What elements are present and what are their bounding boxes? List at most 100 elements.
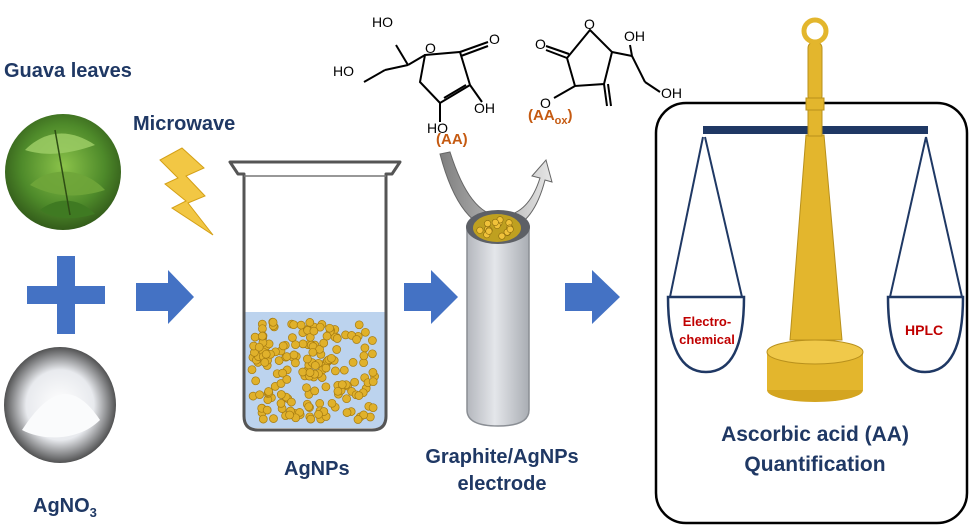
guava-leaves-label: Guava leaves	[4, 60, 132, 82]
nanoparticle	[302, 383, 311, 393]
nanoparticle	[310, 361, 320, 370]
nanoparticle	[315, 322, 325, 332]
nanoparticle	[289, 320, 299, 330]
nanoparticle	[327, 353, 336, 363]
nanoparticle	[506, 225, 514, 233]
nanoparticle	[257, 331, 267, 341]
nanoparticle	[278, 341, 288, 351]
nanoparticle	[261, 349, 271, 359]
arrow-1-icon	[136, 270, 194, 324]
nanoparticle	[291, 340, 300, 350]
lightning-bolt-icon	[159, 147, 214, 236]
graphite-electrode	[466, 210, 530, 427]
nanoparticle	[368, 377, 378, 387]
atom-ox-oh-top: OH	[624, 28, 645, 44]
nanoparticle	[498, 232, 506, 240]
nanoparticle	[287, 397, 296, 407]
nanoparticle	[303, 354, 312, 364]
arrow-2-icon	[404, 270, 458, 324]
electrochemical-label-line1: Electro-	[682, 314, 732, 329]
atom-ho-top: HO	[372, 14, 393, 30]
nanoparticle	[247, 365, 257, 375]
atom-oh-right: OH	[474, 100, 495, 116]
nanoparticle	[258, 414, 268, 424]
nanoparticle	[282, 375, 292, 384]
nanoparticle	[264, 387, 273, 396]
atom-o-ring: O	[425, 40, 436, 56]
atom-ox-o-ring: O	[584, 16, 595, 32]
nanoparticle	[276, 399, 286, 408]
nanoparticle	[327, 398, 337, 408]
nanoparticle	[485, 227, 493, 235]
nanoparticle	[348, 358, 358, 367]
microwave-label: Microwave	[133, 113, 236, 135]
nanoparticle	[285, 410, 294, 420]
nanoparticle	[291, 358, 300, 368]
nanoparticle	[359, 351, 369, 361]
nanoparticle	[262, 405, 272, 415]
nanoparticle	[333, 386, 343, 396]
nanoparticle	[368, 336, 377, 345]
atom-o-carbonyl: O	[489, 31, 500, 47]
nanoparticle	[308, 347, 318, 357]
nanoparticle	[342, 408, 352, 417]
nanoparticle	[342, 394, 351, 404]
nanoparticle	[255, 390, 264, 400]
nanoparticle	[337, 380, 347, 389]
nanoparticle	[360, 343, 370, 353]
nanoparticle	[310, 386, 320, 396]
electrode-label-line1: Graphite/AgNPs	[425, 446, 579, 468]
nanoparticle	[476, 226, 484, 234]
nanoparticle	[321, 363, 331, 373]
nanoparticle	[288, 333, 297, 342]
atom-ox-o-bottom: O	[540, 95, 551, 111]
agno3-label: AgNO3	[33, 495, 97, 520]
aa-ox-label: (AAox)	[528, 107, 573, 127]
agno3-label-subscript: 3	[89, 505, 97, 520]
nanoparticle	[254, 342, 264, 352]
atom-ox-o-left: O	[535, 36, 546, 52]
nanoparticle	[305, 368, 315, 377]
ascorbic-acid-structure	[363, 41, 489, 122]
atom-ho-left: HO	[333, 63, 354, 79]
arrow-3-icon	[565, 270, 620, 324]
nanoparticle	[354, 391, 364, 400]
nanoparticle	[298, 339, 308, 349]
aa-ox-label-subscript: ox	[554, 115, 568, 127]
nanoparticle	[305, 318, 315, 327]
nanoparticle	[315, 399, 325, 408]
nanoparticle	[306, 414, 316, 424]
nanoparticle	[325, 323, 334, 333]
guava-leaves-image	[5, 114, 121, 230]
nanoparticle	[276, 390, 286, 399]
electrochemical-label-line2: chemical	[679, 332, 735, 347]
balance-scale	[666, 17, 965, 402]
nanoparticle	[314, 410, 323, 419]
nanoparticle	[282, 352, 292, 361]
nanoparticle	[309, 326, 319, 336]
result-label-line1: Ascorbic acid (AA)	[721, 423, 909, 446]
nanoparticle	[321, 382, 331, 392]
nanoparticle	[368, 349, 377, 359]
nanoparticle	[269, 414, 278, 423]
atom-ox-oh-right: OH	[661, 85, 682, 101]
electrode-nanoparticles	[476, 216, 514, 240]
nanoparticle	[304, 402, 314, 412]
result-label: Ascorbic acid (AA) Quantification	[690, 420, 940, 480]
nanoparticle	[289, 350, 299, 360]
silver-nitrate-image	[4, 347, 116, 463]
hplc-label: HPLC	[905, 322, 944, 338]
nanoparticle	[354, 320, 364, 330]
nanoparticle	[350, 377, 359, 387]
agno3-label-base: AgNO	[33, 495, 90, 517]
nanoparticle	[368, 403, 378, 413]
beaker-nanoparticles	[247, 317, 379, 424]
nanoparticle	[359, 410, 369, 420]
nanoparticle	[361, 327, 370, 337]
nanoparticle	[352, 335, 361, 344]
aa-ox-label-close: )	[567, 107, 573, 124]
agnps-label: AgNPs	[284, 458, 350, 480]
nanoparticle	[484, 220, 492, 228]
nanoparticle	[251, 376, 261, 386]
